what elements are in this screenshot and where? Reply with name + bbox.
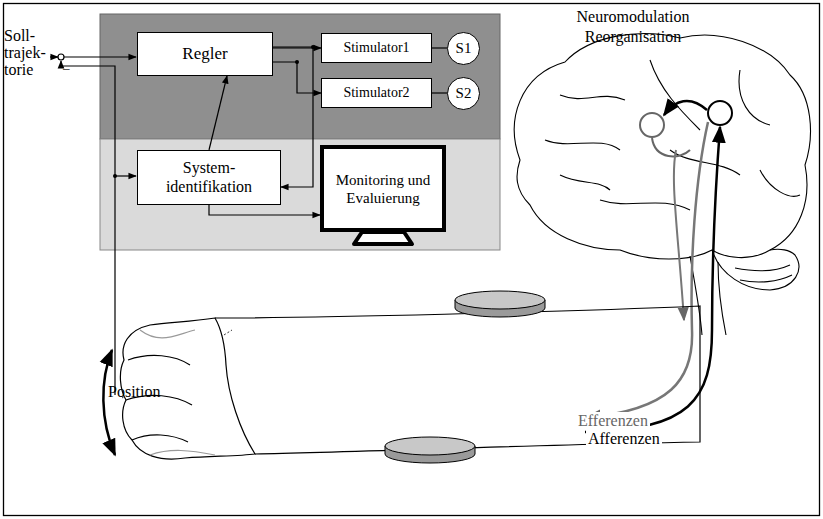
summing-junction [58, 54, 64, 60]
feedback-line [61, 61, 115, 395]
neuron [708, 101, 732, 125]
forearm [215, 306, 700, 454]
error-line [64, 56, 136, 57]
electrode [455, 291, 545, 317]
efferent-path [674, 150, 684, 320]
neuron [640, 113, 664, 137]
signal-connector [209, 76, 227, 150]
junction-dot [295, 60, 299, 64]
node-text: System- identifikation [138, 159, 280, 196]
node-text: Stimulator1 [343, 40, 409, 55]
neuro-loop [652, 138, 690, 156]
analysis-panel [100, 139, 500, 250]
stimulator-box: Stimulator2 [321, 78, 432, 108]
signal-connector [432, 47, 447, 48]
node-text: Stimulator2 [343, 85, 409, 100]
node-text: S2 [456, 85, 472, 102]
sign-label: – [63, 61, 70, 75]
electrode-circle: S2 [447, 77, 480, 110]
electrode [385, 437, 475, 463]
identification-box: System- identifikation [137, 150, 281, 205]
controller-panel [100, 14, 500, 139]
node-text: S1 [456, 40, 472, 57]
brain-outline [514, 34, 810, 335]
process-label: Neuromodulation [577, 8, 690, 26]
outer-frame [4, 4, 820, 516]
pathway-label: Afferenzen [586, 430, 662, 448]
node-text: Regler [182, 45, 227, 64]
electrode-circle: S1 [447, 32, 480, 65]
monitor-stand [354, 232, 412, 244]
efferent-path [585, 122, 708, 418]
stimulator-box: Stimulator1 [321, 33, 432, 63]
neuro-arrow [664, 101, 707, 115]
feedback-branch [115, 175, 136, 176]
motion-arrow [103, 350, 115, 455]
node-text: Monitoring und Evaluierung [328, 171, 438, 207]
signal-connector [273, 62, 321, 93]
pathway-label: Efferenzen [576, 412, 650, 430]
signal-connector [432, 92, 447, 93]
signal-label: Position [108, 383, 160, 401]
signal-connector [209, 205, 320, 215]
controller-box: Regler [137, 32, 273, 76]
junction-dot [113, 174, 117, 178]
reference-label: Soll- trajek- torie [4, 28, 52, 78]
reference-line [50, 56, 58, 57]
process-label: Reorganisation [585, 28, 682, 46]
monitor-screen: Monitoring und Evaluierung [320, 145, 446, 232]
junction-dot [311, 45, 315, 49]
